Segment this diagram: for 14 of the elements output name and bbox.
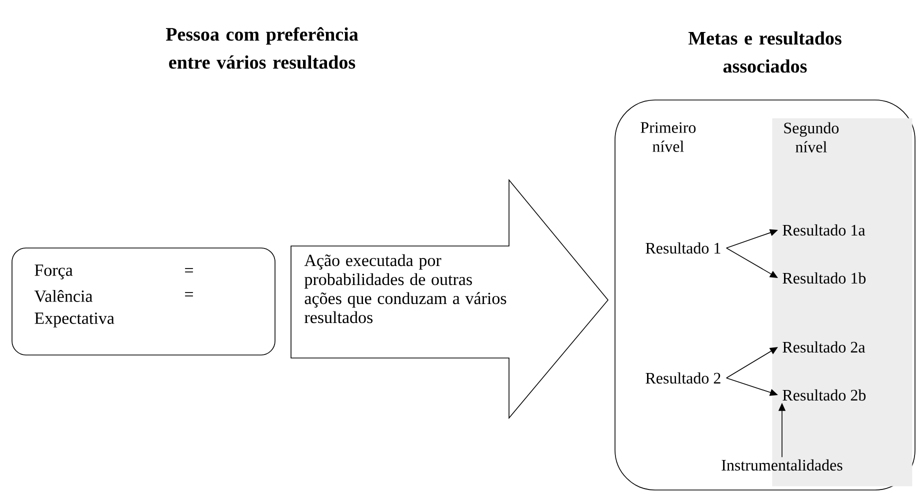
rounded-box: Força = Valência = Expectativa xyxy=(12,248,276,356)
panel-heading: Metas e resultados associados xyxy=(688,31,842,73)
outcome-text: Resultado 1a xyxy=(782,224,866,236)
outcome-text: Instrumentalidades xyxy=(722,459,842,471)
outcome-text: Resultado 1b xyxy=(782,272,866,284)
outcome-text: Resultado 2 xyxy=(646,372,720,384)
heading: Pessoa com preferência entre vários resultados xyxy=(166,27,358,69)
outcome-text: Resultado 2a xyxy=(782,341,866,353)
column-heading: Primeiro nível xyxy=(640,122,696,152)
arrow xyxy=(726,248,778,278)
rounded-panel xyxy=(614,100,916,490)
arrow xyxy=(726,347,778,378)
outcome-text: Resultado 2b xyxy=(782,389,866,401)
outcome-text: Resultado 1 xyxy=(646,242,720,254)
